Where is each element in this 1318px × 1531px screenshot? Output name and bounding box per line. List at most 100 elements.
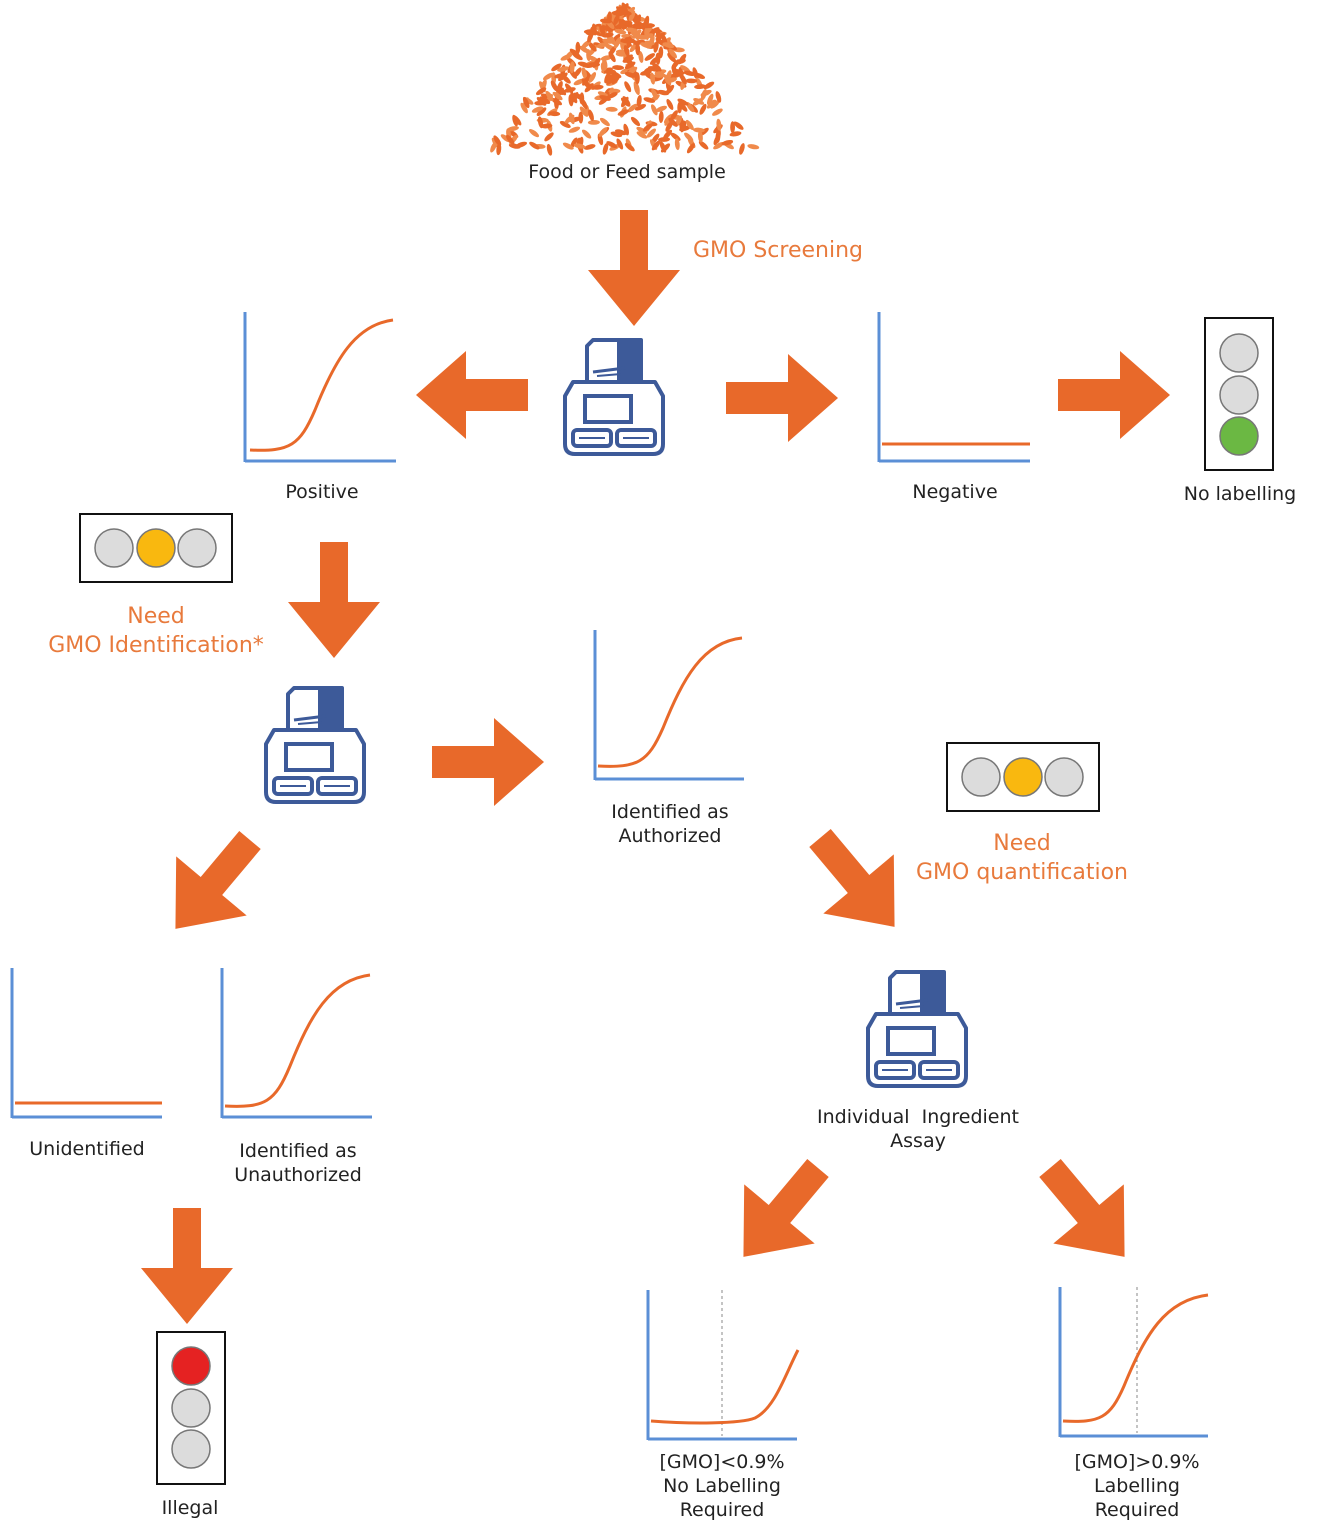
grain xyxy=(505,134,515,145)
to-identification-arrow-icon xyxy=(288,542,380,658)
grain xyxy=(535,87,547,96)
grain xyxy=(633,83,640,96)
grain xyxy=(703,81,715,90)
grain xyxy=(543,72,554,81)
grain xyxy=(635,43,641,56)
grain xyxy=(588,72,597,83)
negative-curve-icon xyxy=(877,312,1030,463)
grain xyxy=(697,130,703,143)
grain xyxy=(615,51,628,57)
grain xyxy=(606,92,618,99)
grain xyxy=(602,57,608,70)
grain xyxy=(715,91,722,103)
grain xyxy=(531,106,544,113)
grain xyxy=(614,28,627,35)
grain xyxy=(603,69,616,75)
need-quantification-line-2: GMO quantification xyxy=(916,860,1128,885)
identified-authorized-line-2: Authorized xyxy=(618,825,722,847)
grain xyxy=(560,54,572,61)
grain xyxy=(539,96,551,104)
grain xyxy=(630,116,641,127)
unidentified-label: Unidentified xyxy=(29,1138,145,1160)
grain xyxy=(601,25,613,32)
grain xyxy=(662,42,675,49)
grain xyxy=(710,99,720,109)
grain xyxy=(683,70,696,77)
grain xyxy=(620,97,631,107)
negative-label: Negative xyxy=(912,481,998,503)
grain xyxy=(650,72,656,85)
grain xyxy=(678,53,687,65)
grain xyxy=(573,143,586,149)
grain xyxy=(668,73,681,79)
grain xyxy=(624,72,637,78)
grain xyxy=(640,70,652,76)
grain xyxy=(605,106,618,112)
grain xyxy=(655,105,667,113)
below-threshold-label: [GMO]<0.9% No Labelling Required xyxy=(659,1450,784,1522)
illegal-traffic-light-icon xyxy=(156,1331,226,1485)
grain xyxy=(653,40,659,53)
grain xyxy=(528,129,540,138)
grain xyxy=(616,138,624,150)
grain xyxy=(747,144,760,150)
to-illegal-arrow-icon xyxy=(141,1208,233,1324)
grain xyxy=(579,106,588,117)
identified-authorized-label: Identified as Authorized xyxy=(611,800,728,848)
grain xyxy=(570,137,578,149)
grain xyxy=(602,38,615,44)
grain xyxy=(649,27,660,35)
need-identification-traffic-light-icon xyxy=(79,513,233,583)
to-unidentified-arrow-icon xyxy=(140,810,286,959)
grain xyxy=(624,143,635,152)
screening-arrow-icon xyxy=(588,210,680,326)
grain xyxy=(678,102,688,112)
grain xyxy=(685,78,698,84)
grain xyxy=(573,67,582,78)
grain xyxy=(496,143,502,156)
grain xyxy=(613,14,620,26)
grain xyxy=(559,121,571,128)
grain xyxy=(623,44,630,57)
grain xyxy=(653,73,666,78)
grain xyxy=(578,111,584,124)
grain xyxy=(643,97,656,103)
grain xyxy=(644,53,655,61)
grain xyxy=(581,67,588,80)
no-labelling-label: No labelling xyxy=(1183,483,1297,505)
grain-pile-icon xyxy=(490,2,760,156)
grain xyxy=(591,84,604,90)
grain xyxy=(544,132,554,142)
grain xyxy=(694,84,707,90)
grain xyxy=(548,111,561,117)
grain xyxy=(622,56,634,63)
grain xyxy=(636,34,649,40)
grain xyxy=(599,95,611,101)
grain xyxy=(670,110,678,121)
grain xyxy=(598,127,608,137)
grain xyxy=(550,80,558,92)
to-authorized-arrow-icon xyxy=(432,718,544,806)
grain xyxy=(634,72,640,85)
grain xyxy=(642,123,653,132)
grain xyxy=(686,143,695,154)
identified-unauthorized-line-1: Identified as xyxy=(239,1140,357,1162)
grain xyxy=(554,73,567,79)
grain xyxy=(592,57,601,68)
grain xyxy=(602,142,609,155)
grain xyxy=(664,74,672,86)
need-quantification-label: Need GMO quantification xyxy=(916,829,1128,887)
grain xyxy=(627,103,638,113)
grain xyxy=(643,15,650,28)
grain xyxy=(586,49,592,62)
grain xyxy=(636,131,648,139)
illegal-label: Illegal xyxy=(161,1497,219,1519)
grain xyxy=(712,108,723,116)
positive-curve-icon xyxy=(243,312,396,463)
grain xyxy=(634,104,647,111)
grain xyxy=(493,135,502,146)
to-above-threshold-arrow-icon xyxy=(1014,1138,1160,1287)
grain xyxy=(577,61,590,68)
identified-unauthorized-line-2: Unauthorized xyxy=(234,1164,362,1186)
